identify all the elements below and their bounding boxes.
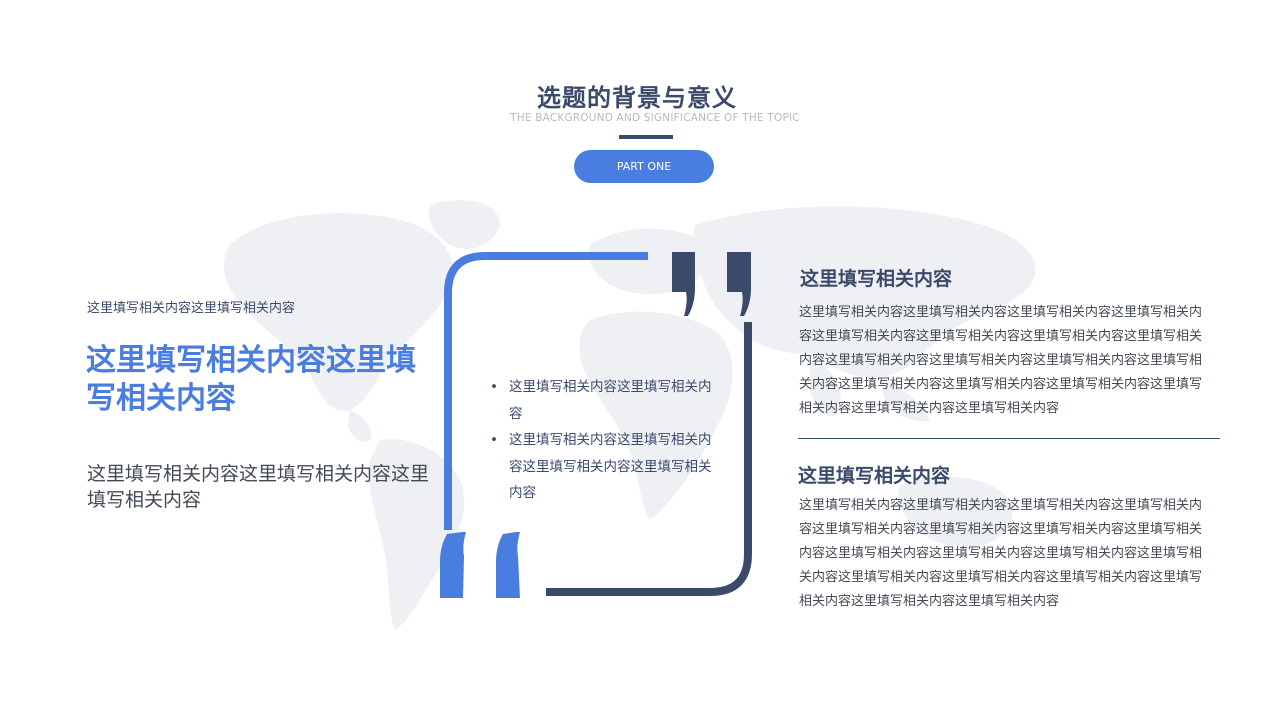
left-paragraph: 这里填写相关内容这里填写相关内容这里填写相关内容 bbox=[87, 463, 430, 511]
center-bullet-item: 这里填写相关内容这里填写相关内容这里填写相关内容这里填写相关内容 bbox=[490, 427, 712, 507]
right-divider bbox=[798, 438, 1220, 439]
right-section2-body: 这里填写相关内容这里填写相关内容这里填写相关内容这里填写相关内容这里填写相关内容… bbox=[799, 498, 1203, 609]
center-bullet-list: 这里填写相关内容这里填写相关内容 这里填写相关内容这里填写相关内容这里填写相关内… bbox=[490, 374, 712, 507]
right-section1-heading: 这里填写相关内容 bbox=[800, 268, 953, 290]
quote-frame bbox=[440, 252, 752, 598]
open-quote-icon bbox=[440, 532, 520, 598]
close-quote-icon bbox=[672, 252, 751, 316]
page-title: 选题的背景与意义 bbox=[537, 84, 737, 112]
part-one-badge: PART ONE bbox=[574, 150, 714, 183]
frame-left-bracket bbox=[444, 252, 648, 530]
frame-right-bracket bbox=[546, 322, 752, 596]
right-section1-body: 这里填写相关内容这里填写相关内容这里填写相关内容这里填写相关内容这里填写相关内容… bbox=[799, 305, 1203, 416]
left-headline: 这里填写相关内容这里填写相关内容 bbox=[86, 343, 416, 416]
title-underline bbox=[619, 135, 673, 139]
center-bullet-item: 这里填写相关内容这里填写相关内容 bbox=[490, 374, 712, 427]
left-caption: 这里填写相关内容这里填写相关内容 bbox=[87, 301, 296, 316]
right-section2-heading: 这里填写相关内容 bbox=[798, 465, 951, 487]
world-map-background bbox=[223, 200, 1036, 630]
page-subtitle: THE BACKGROUND AND SIGNIFICANCE OF THE T… bbox=[510, 112, 800, 124]
